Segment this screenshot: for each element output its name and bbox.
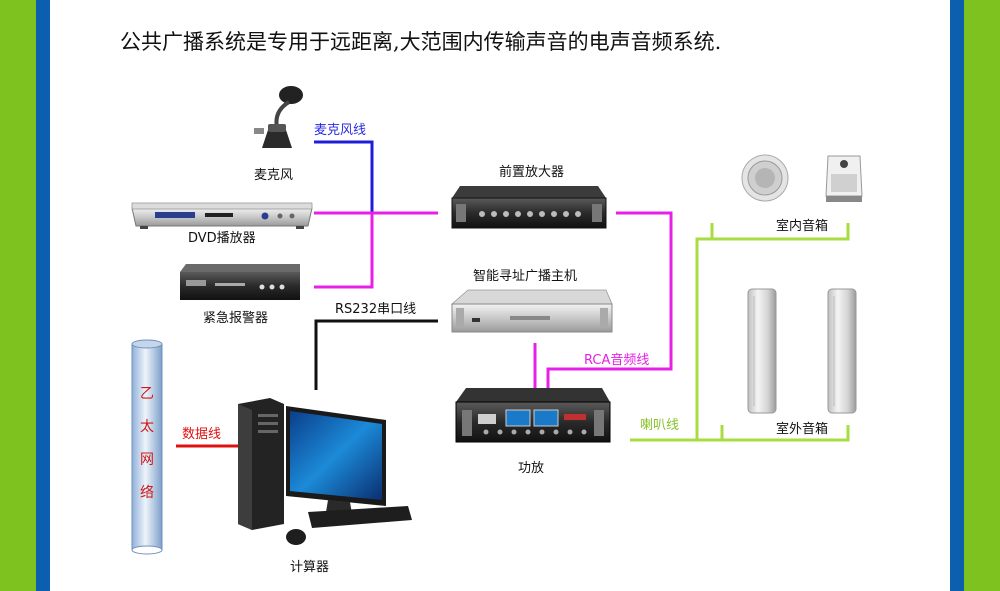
- wire-mic: [314, 140, 374, 212]
- ethernet-char: 网: [140, 452, 154, 468]
- ethernet-char: 乙: [140, 386, 154, 402]
- label-data-wire: 数据线: [182, 427, 222, 442]
- label-power-amplifier: 功放: [518, 461, 545, 476]
- label-alarm: 紧急报警器: [203, 311, 269, 326]
- right-border-green: [964, 0, 1000, 591]
- label-broadcast-host: 智能寻址广播主机: [473, 269, 578, 284]
- label-outdoor-speakers: 室外音箱: [776, 422, 829, 437]
- label-microphone: 麦克风: [254, 168, 294, 183]
- ethernet-pipe-icon: [131, 339, 163, 555]
- wire-rs232: [314, 319, 438, 390]
- alarm-icon: [180, 264, 300, 300]
- page-title: 公共广播系统是专用于远距离,大范围内传输声音的电声音频系统.: [120, 30, 722, 54]
- pre-amplifier-icon: [451, 186, 607, 229]
- broadcast-host-icon: [450, 289, 613, 333]
- label-rs232-wire: RS232串口线: [335, 302, 417, 317]
- outdoor-speakers-icon: [747, 288, 857, 414]
- computer-icon: [238, 398, 412, 545]
- right-border-blue: [950, 0, 964, 591]
- microphone-icon: [254, 86, 303, 148]
- ethernet-char: 太: [140, 419, 154, 435]
- indoor-speakers-icon: [741, 154, 863, 202]
- label-speaker-wire: 喇叭线: [640, 418, 680, 433]
- power-amplifier-icon: [455, 388, 611, 443]
- dvd-player-icon: [131, 202, 313, 229]
- label-mic-wire: 麦克风线: [314, 123, 367, 138]
- label-pre-amplifier: 前置放大器: [499, 165, 565, 180]
- label-indoor-speakers: 室内音箱: [776, 219, 829, 234]
- left-border-blue: [36, 0, 50, 591]
- left-border-green: [0, 0, 36, 591]
- label-rca-wire: RCA音频线: [584, 353, 650, 368]
- label-computer: 计算器: [290, 560, 330, 575]
- label-ethernet: 乙 太 网 络: [132, 378, 162, 510]
- ethernet-char: 络: [140, 485, 154, 501]
- wire-speaker: [630, 223, 850, 442]
- label-dvd-player: DVD播放器: [188, 231, 256, 246]
- wire-alarm: [314, 214, 374, 289]
- wire-preamp-amp: [546, 211, 673, 388]
